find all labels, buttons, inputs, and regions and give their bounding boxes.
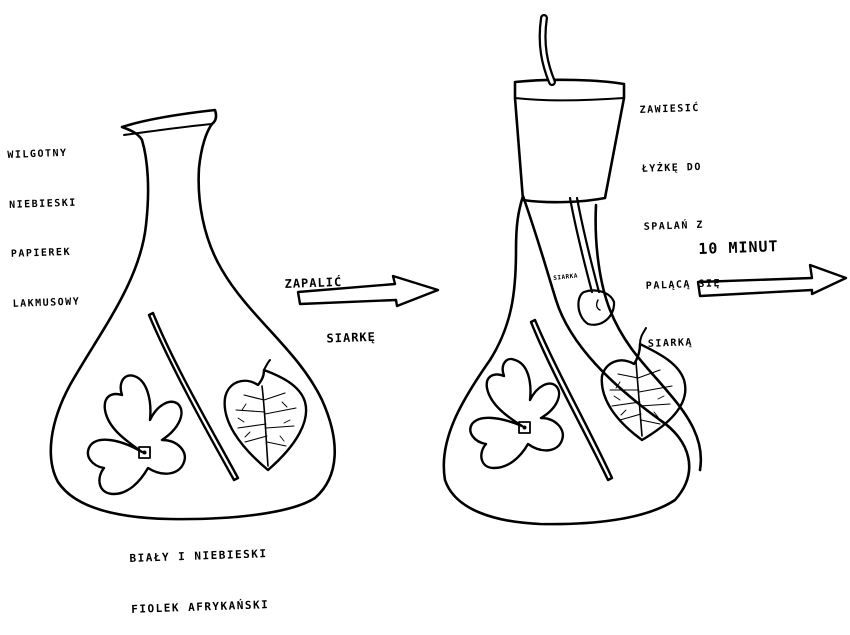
- experiment-diagram: WILGOTNY NIEBIESKI PAPIEREK LAKMUSOWY ZA…: [0, 0, 850, 569]
- litmus-label-line-4: LAKMUSOWY: [12, 294, 80, 313]
- flower-icon: [470, 359, 563, 468]
- spoon-label-line-3: SPALAŃ Z: [643, 215, 719, 237]
- spoon-label-line-4: PALĄCĄ SIĘ: [645, 274, 721, 296]
- spoon-label-line-1: ZAWIESIĆ: [639, 98, 715, 120]
- leaf-icon: [225, 360, 306, 470]
- litmus-label-line-2: NIEBIESKI: [9, 195, 77, 214]
- ignite-label-line-1: ZAPALIĆ: [284, 272, 374, 294]
- violet-label-line-1: BIAŁY I NIEBIESKI: [129, 545, 268, 567]
- litmus-paper-label: WILGOTNY NIEBIESKI PAPIEREK LAKMUSOWY: [6, 113, 81, 330]
- spoon-label-line-5: SIARKĄ: [648, 332, 724, 354]
- spoon-label-line-2: ŁYŻKĘ DO: [641, 157, 717, 179]
- violet-label-line-2: FIOLEK AFRYKAŃSKI: [131, 596, 270, 618]
- diagram-drawing: [0, 0, 850, 569]
- violet-label: BIAŁY I NIEBIESKI FIOLEK AFRYKAŃSKI: [128, 511, 270, 635]
- flower-icon: [88, 375, 185, 494]
- ignite-sulfur-label: ZAPALIĆ SIARKĘ: [283, 235, 377, 368]
- litmus-label-line-1: WILGOTNY: [7, 146, 75, 165]
- time-label: 10 MINUT: [698, 237, 779, 259]
- stopper-icon: [515, 80, 624, 202]
- litmus-label-line-3: PAPIEREK: [11, 245, 79, 264]
- ignite-label-line-2: SIARKĘ: [286, 328, 376, 350]
- litmus-paper-strip-icon: [531, 320, 612, 480]
- spoon-instruction-label: ZAWIESIĆ ŁYŻKĘ DO SPALAŃ Z PALĄCĄ SIĘ SI…: [638, 59, 724, 373]
